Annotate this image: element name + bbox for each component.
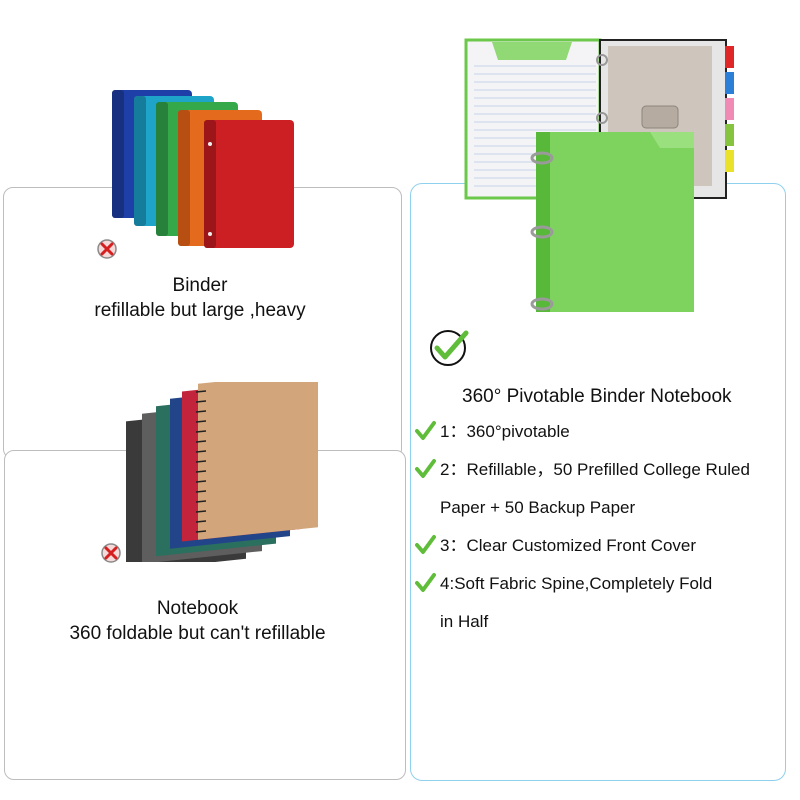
feature-1-text: 360°pivotable — [466, 422, 570, 441]
product-image — [464, 38, 734, 312]
notebook-stack-image — [126, 382, 318, 562]
feature-3-text: Clear Customized Front Cover — [466, 536, 697, 555]
check-icon — [415, 535, 436, 554]
feature-1: 1：360°pivotable — [440, 421, 570, 443]
feature-1-number: 1 — [440, 422, 450, 441]
check-icon — [415, 459, 436, 478]
cross-icon — [97, 239, 117, 259]
feature-separator: ： — [449, 460, 467, 479]
feature-2-continuation: Paper + 50 Backup Paper — [440, 498, 636, 517]
binder-red — [204, 120, 294, 248]
binder-stack-image — [112, 90, 294, 248]
feature-4: 4:Soft Fabric Spine,Completely Fold — [440, 573, 712, 595]
check-icon — [415, 573, 436, 592]
product-title: 360° Pivotable Binder Notebook — [462, 386, 732, 407]
notebook-text: Notebook 360 foldable but can't refillab… — [0, 596, 395, 646]
binder-subtitle: refillable but large ,heavy — [94, 300, 306, 321]
check-icon — [415, 421, 436, 440]
feature-2-text: Refillable，50 Prefilled College Ruled — [466, 460, 750, 479]
binder-title: Binder — [172, 275, 228, 296]
feature-3: 3：Clear Customized Front Cover — [440, 535, 696, 557]
feature-4-text: Soft Fabric Spine,Completely Fold — [454, 574, 713, 593]
feature-4-continuation: in Half — [440, 612, 489, 631]
check-icon — [430, 330, 469, 366]
notebook-subtitle: 360 foldable but can't refillable — [69, 623, 326, 644]
feature-3-number: 3 — [440, 536, 450, 555]
closed-green-binder — [530, 132, 694, 312]
notebook-title: Notebook — [156, 598, 239, 619]
cross-icon — [101, 543, 121, 563]
feature-separator: ： — [449, 422, 467, 441]
feature-separator: : — [449, 574, 455, 593]
feature-separator: ： — [449, 536, 467, 555]
open-binder — [464, 38, 734, 200]
feature-2: 2：Refillable，50 Prefilled College Ruled — [440, 459, 750, 481]
feature-2-number: 2 — [440, 460, 450, 479]
binder-text: Binder refillable but large ,heavy — [0, 273, 400, 323]
feature-4-number: 4 — [440, 574, 450, 593]
